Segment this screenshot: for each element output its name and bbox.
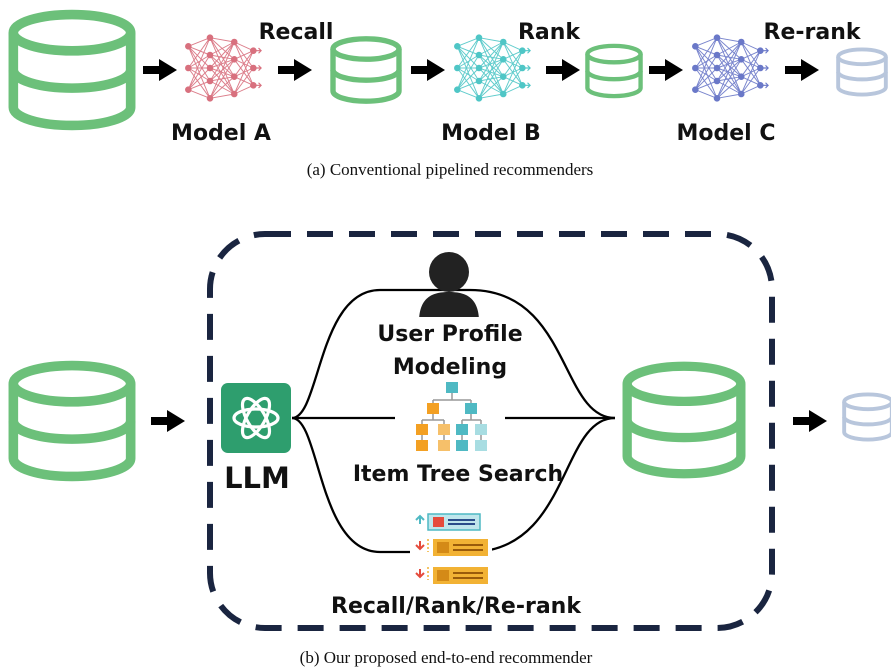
database-icon xyxy=(627,366,741,473)
neural-network-icon xyxy=(691,34,769,102)
arrow-icon xyxy=(546,59,580,81)
arrow-icon xyxy=(278,59,312,81)
arrow-icon xyxy=(649,59,683,81)
arrow-icon xyxy=(793,410,827,432)
model-label-a: Model A xyxy=(171,121,271,146)
label-backdrop xyxy=(380,317,520,385)
branch-curve-top xyxy=(291,288,616,420)
arrow-icon xyxy=(151,410,185,432)
branch-label-user-profile-line1: User Profile xyxy=(377,322,522,347)
end-to-end-boundary xyxy=(207,231,775,631)
pipeline-row: Recall Rank Re-rank Model A Model B Mode… xyxy=(13,15,886,146)
model-label-b: Model B xyxy=(441,121,541,146)
model-label-c: Model C xyxy=(676,121,775,146)
database-icon xyxy=(13,15,130,126)
arrow-icon xyxy=(143,59,177,81)
database-icon xyxy=(587,46,640,96)
llm-logo-icon xyxy=(221,383,291,453)
database-icon xyxy=(13,366,130,477)
tree-icon xyxy=(395,382,505,468)
stage-label-rank: Rank xyxy=(518,20,581,45)
user-icon xyxy=(419,252,479,322)
branch-label-user-profile-line2: Modeling xyxy=(393,355,507,380)
caption-b: (b) Our proposed end-to-end recommender xyxy=(300,648,593,667)
arrow-icon xyxy=(785,59,819,81)
neural-network-icon xyxy=(184,34,262,102)
end-to-end-row: LLM User Profile Modeling xyxy=(13,231,891,631)
database-icon xyxy=(844,394,891,439)
stage-label-recall: Recall xyxy=(259,20,334,45)
database-icon xyxy=(333,39,399,101)
ranked-list-icon xyxy=(410,510,492,590)
branch-label-item-tree-search: Item Tree Search xyxy=(353,462,563,487)
database-icon xyxy=(838,49,886,94)
llm-label: LLM xyxy=(224,461,290,495)
stage-label-rerank: Re-rank xyxy=(764,20,862,45)
caption-a: (a) Conventional pipelined recommenders xyxy=(307,160,594,179)
arrow-icon xyxy=(411,59,445,81)
branch-label-recall-rank-rerank: Recall/Rank/Re-rank xyxy=(331,594,582,619)
